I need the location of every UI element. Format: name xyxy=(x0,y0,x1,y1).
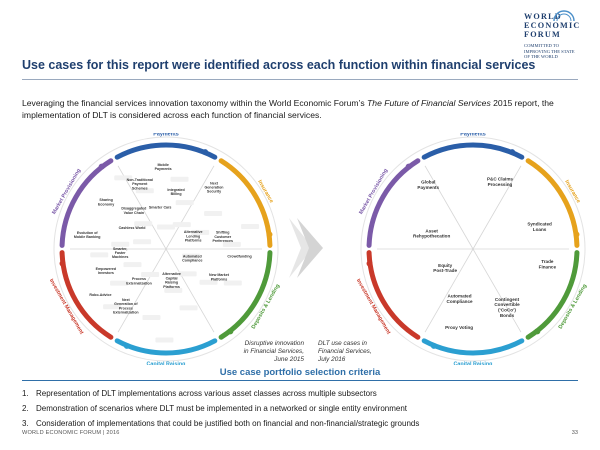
left-wheel-function-icon xyxy=(227,328,234,335)
wef-logo: WORLD ECONOMIC FORUM COMMITTED TO IMPROV… xyxy=(510,10,586,60)
left-wheel-subcategory-box xyxy=(110,280,129,286)
left-wheel-spoke xyxy=(165,248,215,333)
left-wheel-function-label: Payments xyxy=(153,133,178,137)
footer-source: WORLD ECONOMIC FORUM | 2016 xyxy=(22,430,120,436)
logo-tagline: COMMITTED TO IMPROVING THE STATE OF THE … xyxy=(524,43,575,59)
left-wheel-subcategory-box xyxy=(123,262,142,268)
left-wheel-subcategory-box xyxy=(155,337,174,343)
left-wheel-use-case-label: Cashless World xyxy=(119,226,146,230)
left-wheel-spoke xyxy=(117,248,167,333)
left-wheel-subcategory-box xyxy=(204,210,223,216)
left-wheel-subcategory-box xyxy=(134,221,153,227)
left-wheel-function-icon xyxy=(59,260,66,267)
left-wheel-subcategory-box xyxy=(179,305,198,311)
right-wheel-function-icon xyxy=(430,342,437,349)
report-name: The Future of Financial Services xyxy=(367,98,491,108)
arrow-right-icon xyxy=(289,218,323,278)
left-wheel-use-case-label: Robo-Advice xyxy=(89,293,111,297)
criteria-title: Use case portfolio selection criteria xyxy=(219,367,381,378)
left-wheel-function-label: Capital Raising xyxy=(147,361,186,365)
left-wheel-function-icon xyxy=(123,342,130,349)
logo-arc-icon xyxy=(553,10,575,22)
source-note-right: DLT use cases in Financial Services, Jul… xyxy=(318,340,372,364)
left-wheel-subcategory-box xyxy=(90,252,109,258)
criteria-divider xyxy=(22,380,578,381)
left-wheel-subcategory-box xyxy=(222,241,241,247)
criteria-list: 1.Representation of DLT implementations … xyxy=(22,388,582,433)
list-item: 2.Demonstration of scenarios where DLT m… xyxy=(22,404,407,413)
right-wheel-spoke xyxy=(424,165,474,250)
left-wheel-function-icon xyxy=(202,149,209,156)
list-item: 3.Consideration of implementations that … xyxy=(22,419,420,428)
left-wheel-subcategory-box xyxy=(191,229,210,235)
list-item: 1.Representation of DLT implementations … xyxy=(22,389,377,398)
left-wheel-subcategory-box xyxy=(141,271,160,277)
left-wheel-use-case-label: Smarter Cars xyxy=(149,205,172,209)
left-wheel-subcategory-box xyxy=(164,287,183,293)
page-title: Use cases for this report were identifie… xyxy=(22,58,536,72)
source-note-left: Disruptive innovation in Financial Servi… xyxy=(243,340,304,364)
page-number: 33 xyxy=(571,430,578,436)
left-wheel-subcategory-box xyxy=(172,222,191,228)
right-wheel-function-label: Capital Raising xyxy=(454,361,493,365)
right-wheel-spoke xyxy=(424,248,474,333)
intro-paragraph: Leveraging the financial services innova… xyxy=(22,98,554,120)
left-wheel-subcategory-box xyxy=(199,279,218,285)
left-wheel-spoke xyxy=(165,165,215,250)
left-wheel-subcategory-box xyxy=(223,280,242,286)
logo-wordmark: WORLD ECONOMIC FORUM xyxy=(524,12,581,39)
left-wheel-use-case-label: Crowdfunding xyxy=(227,255,251,259)
left-wheel-subcategory-box xyxy=(241,223,260,229)
right-wheel-function-icon xyxy=(509,149,516,156)
left-wheel-subcategory-box xyxy=(111,241,130,247)
left-wheel-function-icon xyxy=(266,231,273,238)
right-wheel-spoke xyxy=(472,165,522,250)
left-wheel-subcategory-box xyxy=(103,304,122,310)
left-wheel-subcategory-box xyxy=(157,224,175,230)
right-wheel-function-icon xyxy=(534,328,541,335)
left-wheel-subcategory-box xyxy=(170,176,189,182)
left-wheel-subcategory-box xyxy=(181,253,200,259)
right-wheel-use-case-label: Proxy Voting xyxy=(445,325,473,330)
left-wheel-subcategory-box xyxy=(135,188,154,194)
right-wheel-function-label: Payments xyxy=(460,133,485,137)
left-wheel-subcategory-box xyxy=(114,175,133,181)
left-wheel-subcategory-box xyxy=(178,271,197,277)
right-wheel-function-icon xyxy=(405,163,412,170)
right-wheel-spoke xyxy=(472,248,522,333)
title-divider xyxy=(22,79,578,80)
left-wheel-subcategory-box xyxy=(133,239,152,245)
right-wheel-function-icon xyxy=(573,231,580,238)
left-wheel-subcategory-box xyxy=(175,200,194,206)
left-wheel-function-icon xyxy=(98,163,105,170)
right-wheel-function-icon xyxy=(366,260,373,267)
left-wheel-subcategory-box xyxy=(142,314,161,320)
